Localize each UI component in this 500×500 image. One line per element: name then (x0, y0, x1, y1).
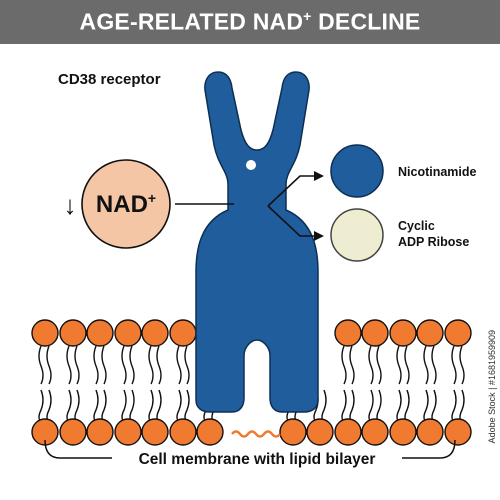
title-banner: AGE-RELATED NAD+ DECLINE (0, 0, 500, 44)
receptor-label: CD38 receptor (58, 71, 161, 88)
wavy-molecule-icon (231, 430, 281, 438)
lipid-head (114, 418, 142, 446)
lipid-head (361, 319, 389, 347)
lipid-head (361, 418, 389, 446)
lipid-head (196, 418, 224, 446)
lipid-head (169, 418, 197, 446)
lipid-head (141, 319, 169, 347)
lipid-tail (341, 345, 355, 385)
membrane-bracket (44, 439, 456, 459)
lipid-tail (368, 389, 382, 423)
diagram-svg: NAD+ ↓ Nicotinamide Cyclic ADP Ribose CD… (31, 71, 477, 468)
cyclic-label: Cyclic (398, 219, 435, 233)
decrease-arrow-icon: ↓ (64, 190, 77, 220)
diagram-title: AGE-RELATED NAD+ DECLINE (80, 8, 421, 36)
lipid-tail (148, 345, 162, 385)
lipid-head (444, 319, 472, 347)
lipid-head (334, 319, 362, 347)
lipid-head (141, 418, 169, 446)
lipid-tail (66, 345, 80, 385)
lipid-tail (451, 345, 465, 385)
lipid-head (169, 319, 197, 347)
lipid-head (59, 319, 87, 347)
lipid-tail (396, 345, 410, 385)
lipid-layer-outer (31, 319, 472, 385)
lipid-tail (148, 389, 162, 423)
lipid-tail (121, 345, 135, 385)
lipid-head (114, 319, 142, 347)
lipid-tail (451, 389, 465, 423)
lipid-tail (368, 345, 382, 385)
lipid-tail (396, 389, 410, 423)
lipid-head (59, 418, 87, 446)
arrowhead-nicotinamide-icon (314, 171, 324, 181)
lipid-head (389, 319, 417, 347)
lipid-head (306, 418, 334, 446)
lipid-head (444, 418, 472, 446)
nicotinamide-circle (330, 144, 384, 198)
binding-site-dot (246, 160, 256, 170)
stock-watermark: Adobe Stock | #1681959909 (487, 330, 497, 444)
lipid-head (86, 418, 114, 446)
lipid-tail (93, 345, 107, 385)
lipid-tail (121, 389, 135, 423)
arrowhead-adp-ribose-icon (314, 231, 324, 241)
title-superscript: + (303, 8, 312, 25)
lipid-tail (176, 389, 190, 423)
arrow-to-nicotinamide (267, 175, 316, 207)
lipid-tail (66, 389, 80, 423)
lipid-head (334, 418, 362, 446)
lipid-head (416, 319, 444, 347)
lipid-tail (341, 389, 355, 423)
lipid-head (416, 418, 444, 446)
nad-circle (81, 159, 171, 249)
lipid-head (86, 319, 114, 347)
lipid-layer-inner (31, 389, 472, 446)
lipid-tail (38, 389, 52, 423)
lipid-tail (423, 345, 437, 385)
lipid-head (389, 418, 417, 446)
nad-label: NAD+ (96, 190, 156, 218)
lipid-tail (38, 345, 52, 385)
title-text: AGE-RELATED NAD (79, 8, 304, 35)
cd38-receptor-shape (195, 71, 319, 413)
lipid-tail (423, 389, 437, 423)
membrane-label: Cell membrane with lipid bilayer (139, 451, 376, 468)
lipid-head (279, 418, 307, 446)
nicotinamide-label: Nicotinamide (398, 165, 477, 179)
lipid-tail (176, 345, 190, 385)
lipid-tail (93, 389, 107, 423)
adp-ribose-label: ADP Ribose (398, 235, 469, 249)
lipid-head (31, 319, 59, 347)
title-text-end: DECLINE (311, 8, 421, 35)
adp-ribose-circle (330, 208, 384, 262)
arrow-to-adp-ribose (267, 205, 316, 237)
